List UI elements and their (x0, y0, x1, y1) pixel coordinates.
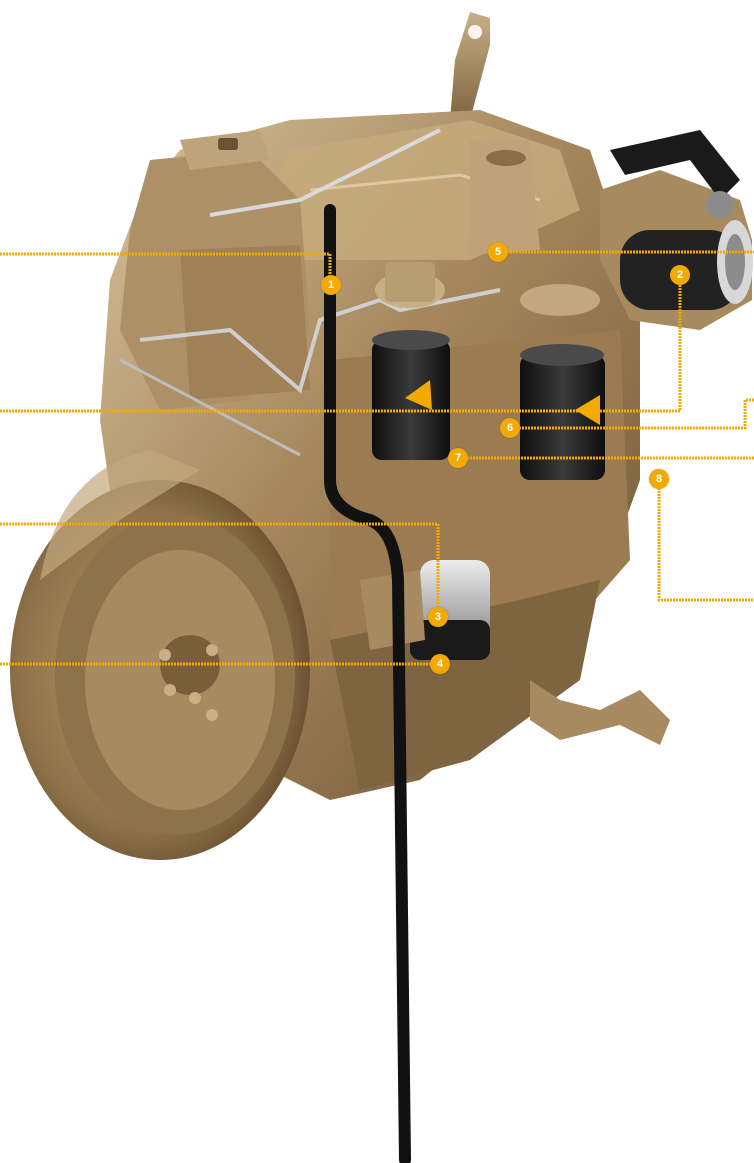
callout-8[interactable]: 8 (649, 469, 669, 489)
fuel-filter-secondary (520, 284, 605, 480)
flywheel-housing (10, 450, 310, 860)
callout-4-number: 4 (436, 658, 444, 670)
callout-2[interactable]: 2 (670, 265, 690, 285)
leader-line-8 (657, 479, 754, 602)
callout-6-number: 6 (506, 422, 514, 434)
callout-2-number: 2 (676, 269, 684, 281)
callout-5-number: 5 (494, 246, 502, 258)
callout-4[interactable]: 4 (430, 654, 450, 674)
leader-line-3 (0, 522, 440, 617)
callout-8-number: 8 (655, 473, 663, 485)
callout-7-number: 7 (454, 452, 462, 464)
fuel-filter-primary (372, 262, 450, 460)
dipstick-tube (324, 204, 411, 1163)
lifting-bracket (450, 12, 490, 120)
callout-6[interactable]: 6 (500, 418, 520, 438)
callout-3[interactable]: 3 (428, 607, 448, 627)
leader-line-6 (510, 398, 754, 430)
callout-1-number: 1 (327, 279, 335, 291)
callout-7[interactable]: 7 (448, 448, 468, 468)
callout-3-number: 3 (434, 611, 442, 623)
leader-line-2 (0, 276, 682, 413)
leader-lines (0, 250, 754, 666)
callout-5[interactable]: 5 (488, 242, 508, 262)
alternator (600, 130, 753, 330)
callout-1[interactable]: 1 (321, 275, 341, 295)
fuel-lines (119, 128, 501, 457)
leader-line-1 (0, 252, 332, 284)
